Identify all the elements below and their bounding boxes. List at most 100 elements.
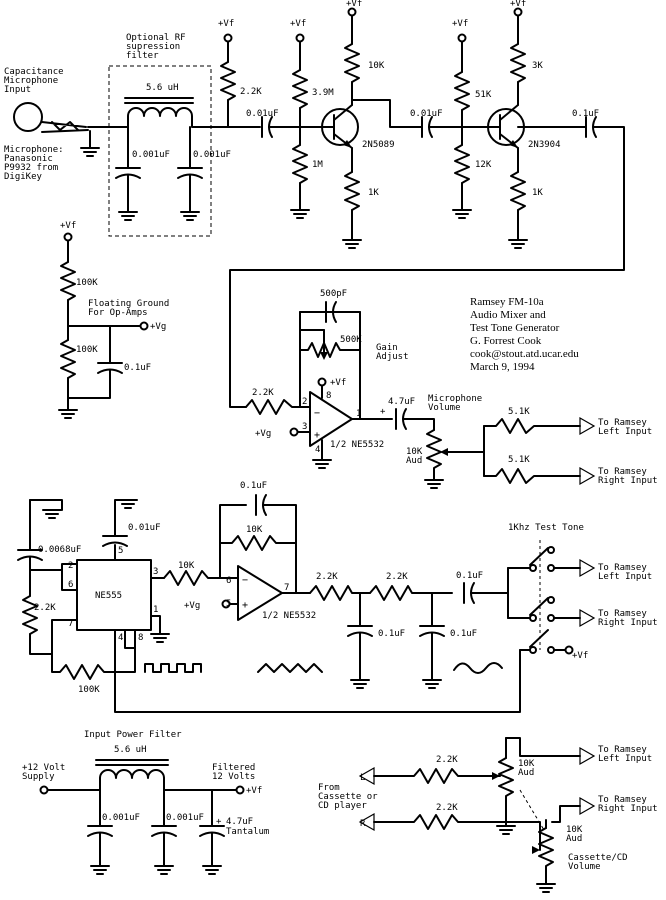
tantalum-value: 4.7uF	[226, 817, 253, 827]
test-tone-switch-gang[interactable]	[507, 540, 595, 655]
r1m-value: 1M	[312, 160, 323, 170]
vf-label-1: +Vf	[218, 19, 234, 29]
vf-label-9: +Vf	[246, 786, 262, 796]
square-wave-glyph	[144, 663, 202, 673]
gain-pot-value: 500K	[340, 335, 362, 345]
coupling-cap-2	[421, 116, 489, 138]
title-line-5: cook@stout.atd.ucar.edu	[470, 348, 579, 360]
to-right-2a: To Ramsey	[598, 609, 647, 619]
mic-input-label-3: Input	[4, 85, 31, 95]
vf-label-5: +Vf	[510, 0, 526, 9]
cassette-vol-label-2: Volume	[568, 862, 601, 872]
to-right-3b: Right Input	[598, 804, 658, 814]
mic-vol-cap-value: 4.7uF	[388, 397, 415, 407]
gain-adjust-label-1: Gain	[376, 343, 398, 353]
sine-wave-glyph	[453, 662, 503, 674]
tone-rc-filter	[309, 567, 509, 689]
mic-volume-label-2: Volume	[428, 403, 461, 413]
cassette-pot1-value: 10K	[518, 759, 535, 769]
to-left-1b: Left Input	[598, 427, 652, 437]
to-right-1a: To Ramsey	[598, 467, 647, 477]
cassette-vol-label-1: Cassette/CD	[568, 853, 628, 863]
ne555-pin5: 5	[118, 546, 123, 556]
tone-coupling-cap-value: 0.1uF	[456, 571, 483, 581]
title-line-3: Test Tone Generator	[470, 322, 560, 334]
opamp2-pin5: 5	[226, 599, 231, 609]
mic-volume-output	[395, 408, 595, 489]
supply-label-1: +12 Volt	[22, 763, 65, 773]
mic-vol-pot-aud: Aud	[406, 456, 422, 466]
mic-input-label-2: Microphone	[4, 76, 58, 86]
to-left-3b: Left Input	[598, 754, 652, 764]
power-c1-value: 0.001uF	[102, 813, 140, 823]
to-left-2b: Left Input	[598, 572, 652, 582]
rf-cap-left	[115, 126, 141, 221]
power-filter	[39, 759, 245, 875]
mic-vol-pot-value: 10K	[406, 447, 423, 457]
cassette-pot1-aud: Aud	[518, 768, 534, 778]
opamp1-plus: +	[314, 430, 320, 441]
rf-filter-label-2: supression	[126, 42, 180, 52]
rf-cap-right-value: 0.001uF	[193, 150, 231, 160]
mic-vol-cap-plus: +	[380, 407, 386, 417]
tone-opamp	[219, 494, 311, 621]
cassette-src-label-2: Cassette or	[318, 792, 378, 802]
opamp1-label: 1/2 NE5532	[330, 440, 384, 450]
r12k-value: 12K	[475, 160, 492, 170]
c0068-value: 0.0068uF	[38, 545, 81, 555]
tr2-label: 2N3904	[528, 140, 561, 150]
ne555-pin3: 3	[153, 567, 158, 577]
opamp2-plus: +	[242, 600, 248, 611]
r39m-value: 3.9M	[312, 88, 334, 98]
tr2-emitter-value: 1K	[532, 188, 543, 198]
ne555-pin7: 7	[68, 619, 73, 629]
vf-label-4: +Vf	[452, 19, 468, 29]
cassette-pot2-value: 10K	[566, 825, 583, 835]
opamp2-pin6: 6	[226, 576, 231, 586]
supply-label-2: Supply	[22, 772, 55, 782]
vf-label-6: +Vf	[60, 221, 76, 231]
floating-ground-label-1: Floating Ground	[88, 299, 169, 309]
to-left-2a: To Ramsey	[598, 563, 647, 573]
to-left-1a: To Ramsey	[598, 418, 647, 428]
bias-resistor-value: 2.2K	[240, 87, 262, 97]
tr1-collector-resistor	[344, 7, 423, 128]
opamp1-pin3: 3	[302, 422, 307, 432]
to-right-3a: To Ramsey	[598, 795, 647, 805]
ne555-r22k-value: 2.2K	[34, 603, 56, 613]
divider-39m-1m	[290, 33, 327, 219]
tr1-emitter-resistor	[342, 147, 362, 249]
cassette-input-network	[359, 737, 595, 893]
mic-source-label-3: P9932 from	[4, 163, 58, 173]
vg-label-3: +Vg	[184, 601, 200, 611]
tantalum-plus: +	[216, 817, 222, 827]
cassette-right-res-value: 2.2K	[436, 803, 458, 813]
test-tone-label: 1Khz Test Tone	[508, 523, 584, 533]
output-coupling-wire	[229, 116, 625, 408]
floating-ground-network	[58, 232, 149, 419]
rf-filter-label-1: Optional RF	[126, 33, 186, 43]
gain-adjust-label-2: Adjust	[376, 352, 409, 362]
rf-cap-right	[177, 126, 203, 221]
r51k-value: 51K	[475, 90, 492, 100]
vf-label-3: +Vf	[346, 0, 362, 9]
gain-cap-500pf	[299, 301, 361, 323]
divider-51k-12k	[452, 33, 472, 219]
filtered-label-2: 12 Volts	[212, 772, 255, 782]
to-right-2b: Right Input	[598, 618, 658, 628]
tr1-emitter-value: 1K	[368, 188, 379, 198]
ne555-pin8: 8	[138, 633, 143, 643]
ne555-out-res-value: 10K	[178, 561, 195, 571]
rf-cap-left-value: 0.001uF	[132, 150, 170, 160]
opamp2-pin7: 7	[284, 583, 289, 593]
tr2-collector-resistor	[510, 7, 526, 106]
ne555-timer	[17, 499, 521, 713]
tone-r2-value: 2.2K	[386, 572, 408, 582]
tantalum-label: Tantalum	[226, 827, 269, 837]
opamp1-pin4: 4	[315, 445, 320, 455]
r-input-label: R	[360, 819, 366, 829]
ne555-pin2: 2	[68, 561, 73, 571]
floating-ground-label-2: For Op-Amps	[88, 308, 148, 318]
opamp1-pin8: 8	[326, 391, 331, 401]
tone-r1-value: 2.2K	[316, 572, 338, 582]
